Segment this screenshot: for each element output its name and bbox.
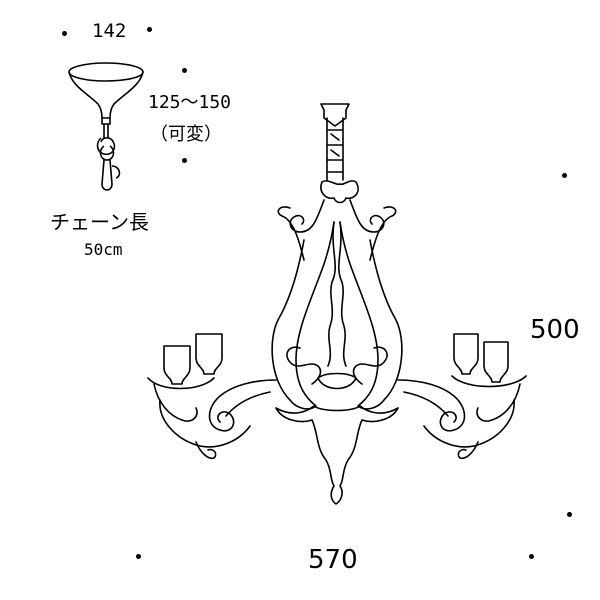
hanging-height-note-label: （可変） bbox=[150, 124, 222, 145]
chandelier-outline bbox=[147, 103, 527, 505]
right-candle-cup-1 bbox=[453, 333, 479, 375]
height-dim-dot-top bbox=[182, 68, 187, 73]
total-width-dot-right bbox=[529, 554, 534, 559]
chain-lower-link bbox=[101, 159, 113, 191]
total-height-dot-bottom bbox=[567, 512, 572, 517]
total-width-label: 570 bbox=[308, 545, 358, 575]
total-height-label: 500 bbox=[530, 315, 580, 345]
left-arm bbox=[208, 379, 277, 432]
chain-length-value: 50cm bbox=[84, 240, 123, 259]
crown-ornament bbox=[320, 180, 359, 204]
right-arm-lower bbox=[403, 391, 515, 448]
left-frame bbox=[271, 221, 335, 410]
chain-length-caption: チェーン長 bbox=[50, 210, 149, 234]
hanging-height-range-label: 125～150 bbox=[148, 92, 232, 113]
upper-right-scroll bbox=[349, 199, 397, 261]
canopy-width-label: 142 bbox=[92, 20, 127, 42]
central-stem bbox=[327, 221, 347, 367]
lower-bowl bbox=[275, 405, 399, 505]
top-finial bbox=[320, 103, 350, 127]
canopy-dim-dot-right bbox=[147, 27, 152, 32]
right-bobeche bbox=[451, 375, 527, 422]
chain-loop bbox=[99, 145, 115, 161]
total-height-dot-top bbox=[562, 173, 567, 178]
left-candle-cup-2 bbox=[195, 333, 223, 375]
canopy-ring bbox=[101, 118, 111, 125]
left-drip bbox=[195, 441, 217, 460]
right-candle-cup-2 bbox=[483, 341, 509, 383]
height-dim-dot-bottom bbox=[182, 158, 187, 163]
right-drip bbox=[457, 441, 479, 460]
right-frame bbox=[339, 221, 403, 410]
canopy-illustration bbox=[68, 62, 144, 191]
canopy-dim-dot-left bbox=[62, 31, 67, 36]
canopy-top-ellipse bbox=[68, 62, 144, 82]
left-candle-cup-1 bbox=[163, 345, 191, 385]
canopy-bell bbox=[68, 71, 144, 119]
upper-left-scroll bbox=[277, 199, 325, 261]
total-width-dot-left bbox=[136, 554, 141, 559]
inner-foliage bbox=[286, 346, 388, 390]
chain-column bbox=[326, 117, 344, 181]
right-arm bbox=[397, 379, 466, 432]
left-arm-lower bbox=[159, 391, 271, 448]
left-bobeche bbox=[147, 377, 215, 422]
chain-hook bbox=[111, 165, 121, 179]
